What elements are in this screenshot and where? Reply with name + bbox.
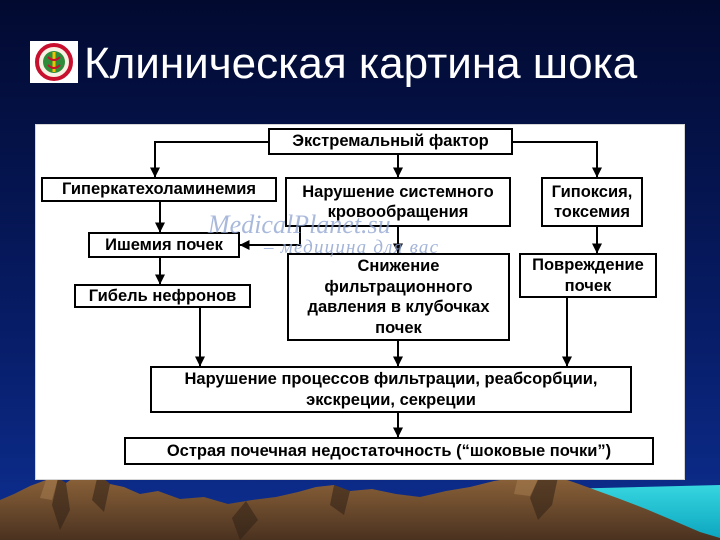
- node-kidney-damage: Повреждение почек: [519, 253, 657, 298]
- node-process-disorder-line-2: экскреции, секреции: [306, 390, 476, 409]
- node-process-disorder-line-1: Нарушение процессов фильтрации, реабсорб…: [184, 370, 598, 388]
- node-kidney-damage-line-2: почек: [564, 276, 612, 295]
- watermark-site: MedicalPlanet.su: [208, 210, 391, 239]
- mountain-shadow-1: [52, 478, 70, 530]
- mountain-highlights: [40, 475, 540, 500]
- mountain-shadow-5: [530, 475, 558, 520]
- node-extreme-factor-text: Экстремальный фактор: [292, 132, 489, 151]
- node-nephron-death-text: Гибель нефронов: [88, 286, 237, 305]
- node-hypoxia-toxemia-line-2: токсемия: [553, 203, 631, 221]
- watermark-tagline: – медицина для вас: [264, 237, 440, 258]
- node-filtration-pressure-drop-line-3: давления в клубочках: [307, 298, 490, 316]
- node-acute-renal-failure-text: Острая почечная недостаточность (“шоковы…: [166, 441, 612, 460]
- mountain-highlight-1: [40, 478, 58, 500]
- slide-title: Клиническая картина шока: [84, 39, 638, 88]
- node-hypoxia-toxemia: Гипоксия, токсемия: [541, 177, 643, 227]
- arrow-factor-to-hypercatecholaminemia: [150, 141, 268, 178]
- node-circulation-disorder-line-1: Нарушение системного: [302, 182, 494, 201]
- node-hypercatecholaminemia-text: Гиперкатехоламинемия: [61, 180, 257, 199]
- node-hypoxia-toxemia-line-1: Гипоксия,: [551, 182, 633, 201]
- arrow-circulation-to-ischemia: [239, 227, 301, 250]
- node-acute-renal-failure: Острая почечная недостаточность (“шоковы…: [124, 437, 654, 465]
- node-hypercatecholaminemia: Гиперкатехоламинемия: [41, 177, 277, 202]
- node-filtration-pressure-drop-line-2: фильтрационного: [324, 277, 473, 296]
- node-filtration-pressure-drop-line-1: Снижение: [357, 257, 440, 275]
- node-renal-ischemia-text: Ишемия почек: [105, 235, 223, 254]
- mountain-shadow-2: [92, 474, 110, 512]
- node-extreme-factor: Экстремальный фактор: [268, 128, 513, 155]
- node-circulation-disorder: Нарушение системного кровообращения: [285, 177, 511, 227]
- mountain-shadow-3: [232, 501, 258, 540]
- logo-serpent: [47, 56, 61, 69]
- mountain-shading: [52, 474, 558, 540]
- logo-emblem: [30, 41, 78, 83]
- arrow-factor-to-hypoxia: [513, 141, 602, 178]
- node-nephron-death: Гибель нефронов: [74, 284, 251, 308]
- node-renal-ischemia: Ишемия почек: [88, 232, 240, 258]
- node-circulation-disorder-line-2: кровообращения: [327, 203, 469, 221]
- node-process-disorder: Нарушение процессов фильтрации, реабсорб…: [150, 366, 632, 413]
- node-filtration-pressure-drop-line-4: почек: [375, 318, 422, 337]
- mountain-shadow-4: [330, 485, 350, 515]
- mountain-highlight-2: [514, 475, 540, 496]
- node-kidney-damage-line-1: Повреждение: [532, 256, 644, 274]
- node-filtration-pressure-drop: Снижение фильтрационного давления в клуб…: [287, 253, 510, 341]
